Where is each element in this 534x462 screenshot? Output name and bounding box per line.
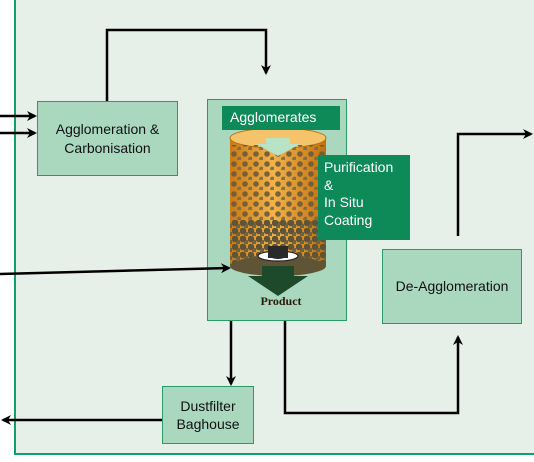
de-agglomeration-box: De-Agglomeration	[382, 249, 522, 324]
arrow-reactor-to-deagglomeration	[283, 321, 463, 415]
dustfilter-baghouse-box: Dustfilter Baghouse	[162, 386, 254, 444]
product-label: Product	[260, 294, 302, 308]
reactor-panel	[207, 99, 347, 321]
arrow-agglomeration-to-reactor	[105, 28, 271, 101]
agglomeration-carbonisation-box: Agglomeration & Carbonisation	[37, 101, 178, 176]
agglomerates-banner: Agglomerates	[222, 106, 340, 130]
arrow-deagglomeration-out	[456, 129, 533, 236]
reactor-illustration	[229, 127, 327, 296]
arrow-input-to-reactor	[0, 263, 231, 276]
purification-coating-banner: Purification & In Situ Coating	[318, 155, 410, 240]
